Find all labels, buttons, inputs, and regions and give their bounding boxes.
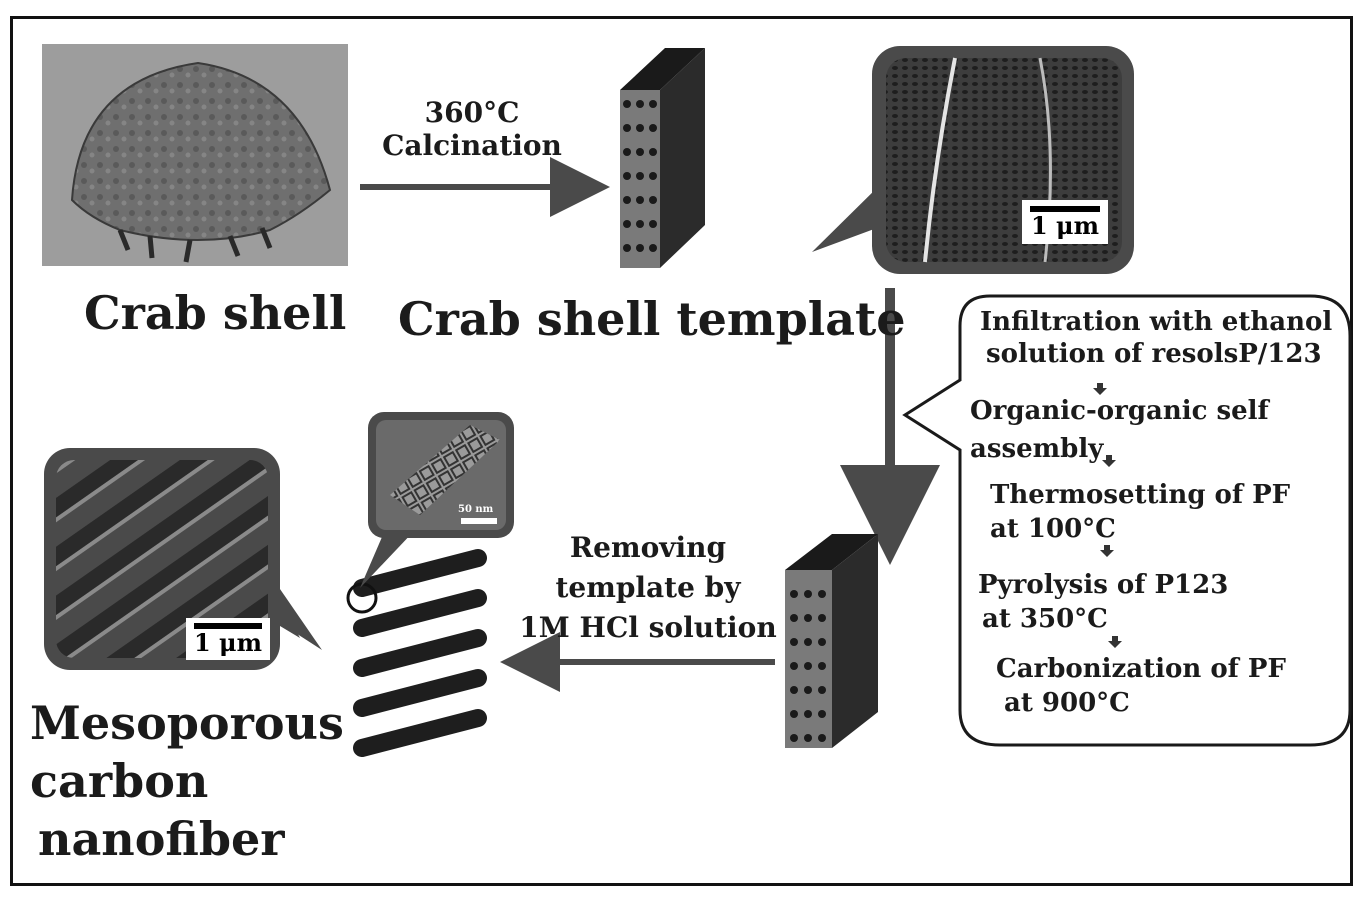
calcination-label: 360°C Calcination xyxy=(372,96,572,162)
removing-line2: template by xyxy=(555,571,741,604)
tem-callout xyxy=(360,412,514,588)
product-line3: nanofiber xyxy=(38,812,285,866)
step-3: Thermosetting of PF at 100°C xyxy=(990,478,1290,546)
step-2: Organic-organic self assembly xyxy=(970,392,1269,468)
step-4-line2: at 350°C xyxy=(982,604,1108,634)
step-arrows xyxy=(1093,383,1122,648)
step-1-line2: solution of resolsP/123 xyxy=(986,339,1322,369)
step-1: Infiltration with ethanol solution of re… xyxy=(980,306,1332,370)
product-line2: carbon xyxy=(30,754,209,808)
calcination-temp: 360°C xyxy=(424,96,520,129)
step-1-line1: Infiltration with ethanol xyxy=(980,307,1333,337)
tem-scale-line xyxy=(461,518,497,524)
sem-top-scale-line xyxy=(1030,206,1100,212)
process-steps-bubble xyxy=(902,294,1352,747)
sem-callout-left xyxy=(44,448,322,670)
product-line1: Mesoporous xyxy=(30,696,344,750)
sem-top-scale-text: 1 μm xyxy=(1030,211,1099,240)
step-5: Carbonization of PF at 900°C xyxy=(996,652,1286,720)
sem-left-scalebar: 1 μm xyxy=(186,618,270,660)
step-5-line1: Carbonization of PF xyxy=(996,654,1286,684)
removing-label: Removing template by 1M HCl solution xyxy=(518,528,778,648)
sem-top-scalebar: 1 μm xyxy=(1022,200,1108,244)
composite-block-bottom xyxy=(785,534,878,748)
template-label: Crab shell template xyxy=(398,292,906,346)
step-4: Pyrolysis of P123 at 350°C xyxy=(978,568,1228,636)
product-label: Mesoporous carbon nanofiber xyxy=(30,694,344,868)
step-3-line1: Thermosetting of PF xyxy=(990,480,1291,510)
step-4-line1: Pyrolysis of P123 xyxy=(978,570,1229,600)
step-2-line2: assembly xyxy=(970,434,1104,464)
crab-shell-label: Crab shell xyxy=(84,286,347,340)
removing-line3: 1M HCl solution xyxy=(519,611,777,644)
step-2-line1: Organic-organic self xyxy=(970,396,1269,426)
nanofiber-bundle xyxy=(353,549,487,757)
tem-scale-text: 50 nm xyxy=(458,504,494,515)
step-3-line2: at 100°C xyxy=(990,514,1116,544)
calcination-word: Calcination xyxy=(382,129,562,162)
step-5-line2: at 900°C xyxy=(1004,688,1130,718)
removing-line1: Removing xyxy=(569,531,727,564)
crab-shell-photo xyxy=(42,44,348,266)
template-block-top xyxy=(620,48,705,268)
sem-left-scale-line xyxy=(194,623,262,629)
sem-left-scale-text: 1 μm xyxy=(193,628,262,657)
